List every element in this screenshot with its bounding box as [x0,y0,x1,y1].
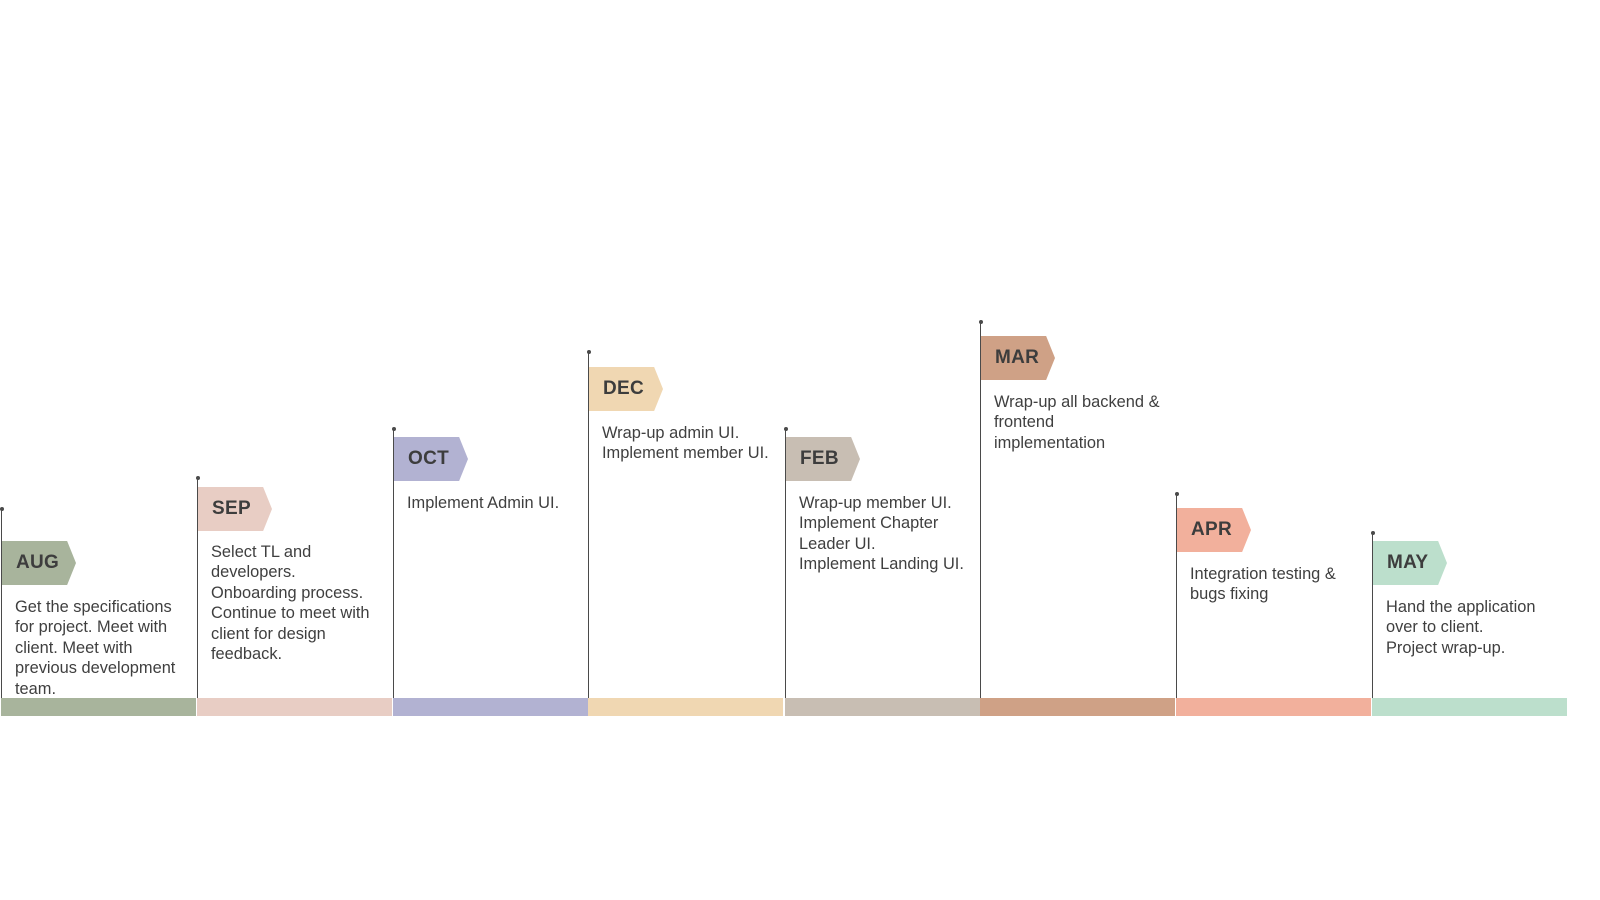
pole-dot [1371,531,1375,535]
month-flag: FEB [786,437,860,481]
month-flag: APR [1177,508,1251,552]
milestone-description: Wrap-up admin UI. Implement member UI. [602,424,769,463]
milestone-description: Integration testing & bugs fixing [1190,565,1336,604]
milestone-description: Hand the application over to client. Pro… [1386,598,1536,657]
milestone-pole [196,476,200,716]
month-label: MAR [995,347,1040,368]
month-label: FEB [800,448,839,469]
milestone-pole [1371,531,1375,716]
pole-dot [0,507,4,511]
timeline-band [980,698,1175,716]
timeline-band [393,698,588,716]
pole-dot [196,476,200,480]
timeline-band [1,698,196,716]
milestone-pole [0,507,4,716]
month-label: OCT [408,448,450,469]
milestone-pole [1175,492,1179,716]
timeline-band [588,698,783,716]
milestone-aug: AUG Get the specifications for project. … [0,0,196,900]
month-flag: DEC [589,367,663,411]
month-label: AUG [16,552,60,573]
timeline-band [1372,698,1567,716]
month-label: APR [1191,519,1233,540]
month-flag: SEP [198,487,272,531]
pole-dot [784,427,788,431]
month-flag: OCT [394,437,468,481]
milestone-pole [587,350,591,716]
month-flag: AUG [2,541,76,585]
milestone-apr: APR Integration testing & bugs fixing [1175,0,1371,900]
milestone-pole [392,427,396,716]
milestone-description: Select TL and developers. Onboarding pro… [211,543,370,664]
month-flag: MAY [1373,541,1447,585]
milestone-mar: MAR Wrap-up all backend & frontend imple… [979,0,1175,900]
milestone-oct: OCT Implement Admin UI. [392,0,588,900]
pole-dot [587,350,591,354]
pole-dot [392,427,396,431]
pole-dot [979,320,983,324]
month-label: SEP [212,498,251,519]
milestone-may: MAY Hand the application over to client.… [1371,0,1567,900]
milestone-pole [784,427,788,716]
milestone-sep: SEP Select TL and developers. Onboarding… [196,0,392,900]
milestone-description: Wrap-up all backend & frontend implement… [994,393,1160,452]
month-label: DEC [603,378,645,399]
milestone-dec: DEC Wrap-up admin UI. Implement member U… [587,0,783,900]
pole-dot [1175,492,1179,496]
milestone-feb: FEB Wrap-up member UI. Implement Chapter… [784,0,980,900]
month-label: MAY [1387,552,1429,573]
milestone-description: Wrap-up member UI. Implement Chapter Lea… [799,494,964,574]
timeline-band [785,698,980,716]
timeline-band [197,698,392,716]
milestone-description: Implement Admin UI. [407,494,560,512]
month-flag: MAR [981,336,1055,380]
timeline-band [1176,698,1371,716]
milestone-pole [979,320,983,716]
milestone-description: Get the specifications for project. Meet… [15,598,176,698]
